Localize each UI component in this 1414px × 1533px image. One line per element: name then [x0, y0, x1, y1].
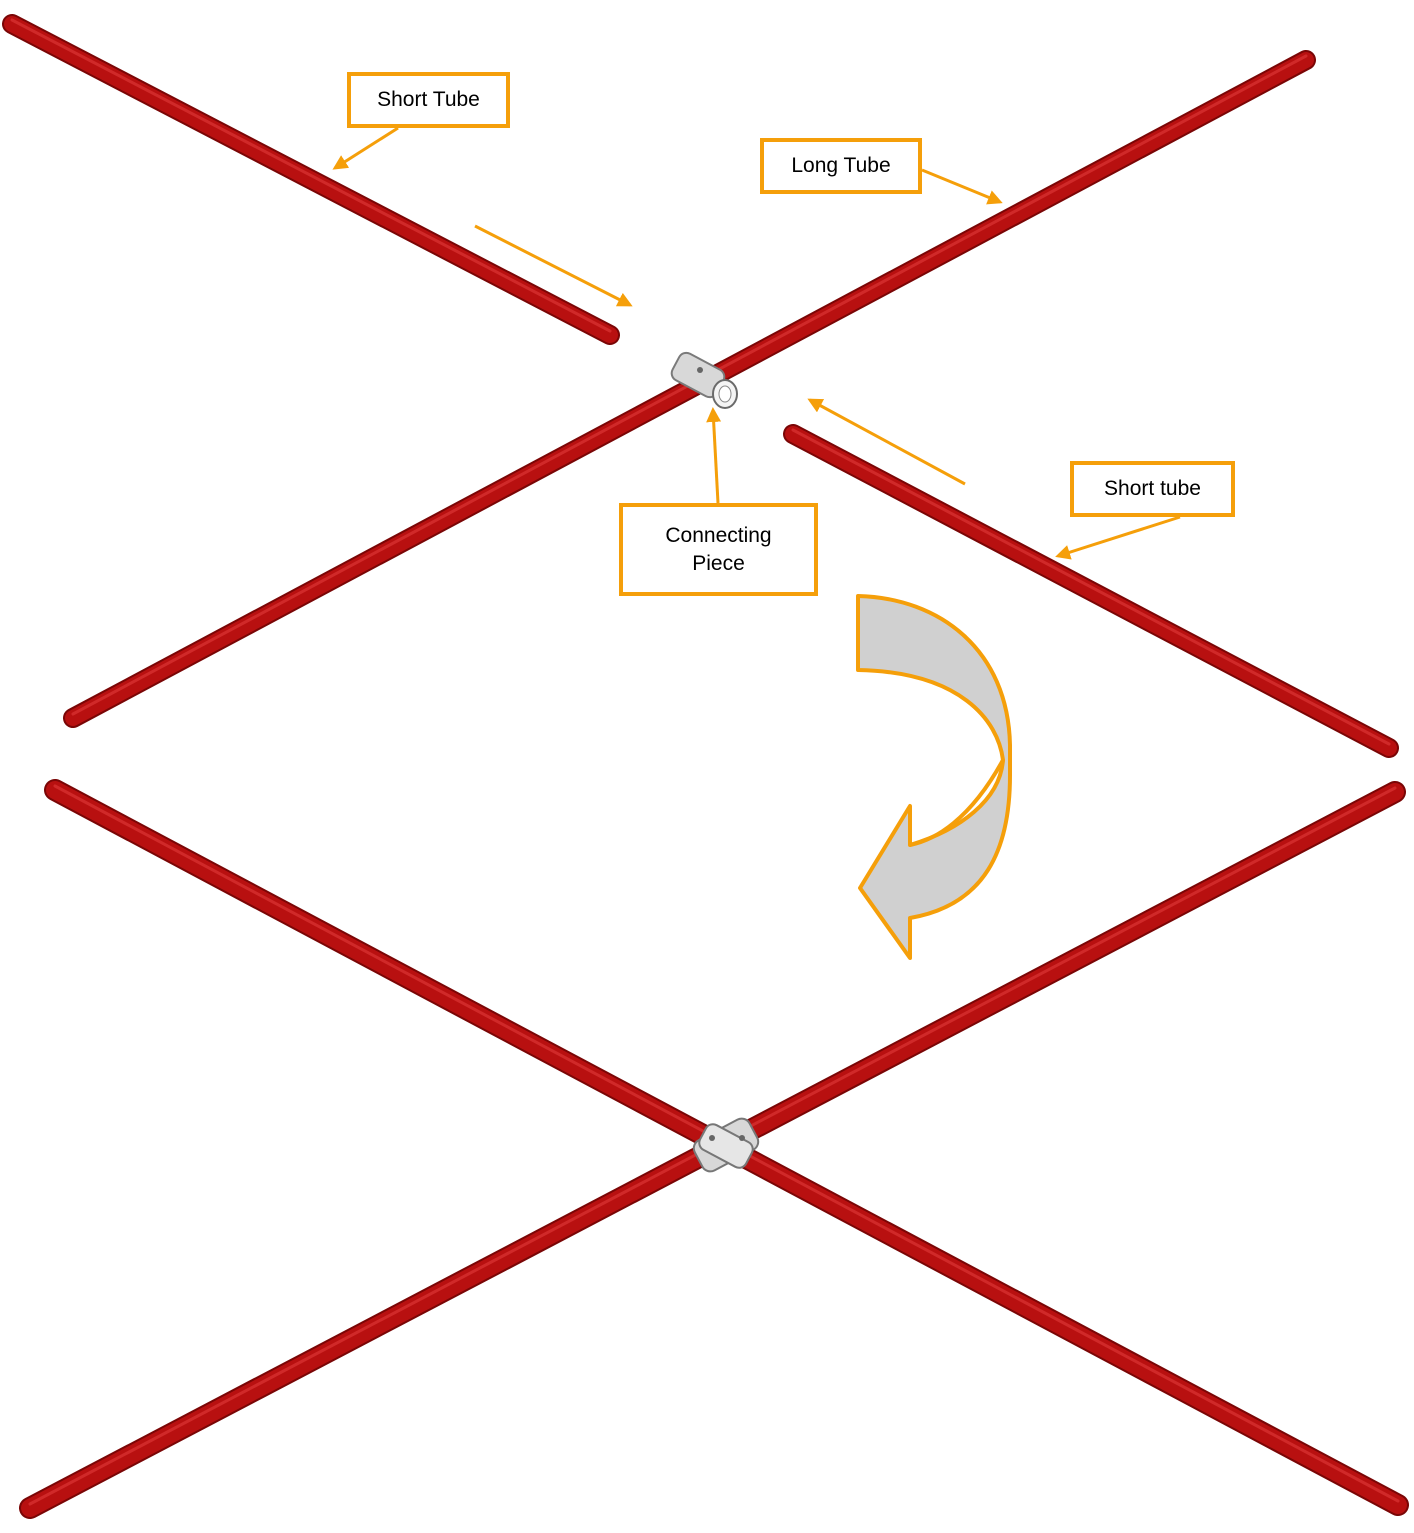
label-connecting-piece-line1: Connecting: [665, 523, 772, 547]
callout-short-tube-right: [1055, 515, 1181, 560]
label-short-tube-top: Short Tube: [347, 72, 510, 128]
label-long-tube-text: Long Tube: [791, 154, 891, 177]
label-short-tube-right-text: Short tube: [1104, 477, 1201, 500]
slide-arrow-left: [474, 224, 633, 307]
label-connecting-piece-line2: Piece: [692, 551, 745, 575]
label-short-tube-right: Short tube: [1070, 461, 1235, 517]
short-tube-left: [2, 14, 620, 345]
curved-down-arrow-icon: [856, 594, 1012, 960]
callout-short-tube-top: [332, 126, 399, 170]
slide-arrow-right: [807, 398, 966, 486]
callout-long-tube: [921, 168, 1003, 205]
connecting-piece-assembled: [692, 1117, 760, 1173]
connecting-piece-top: [670, 351, 738, 409]
label-connecting-piece: Connecting Piece: [619, 503, 818, 596]
label-long-tube: Long Tube: [760, 138, 922, 194]
label-short-tube-top-text: Short Tube: [377, 88, 480, 111]
short-tube-right: [783, 424, 1399, 758]
callout-connecting-piece: [706, 407, 722, 504]
